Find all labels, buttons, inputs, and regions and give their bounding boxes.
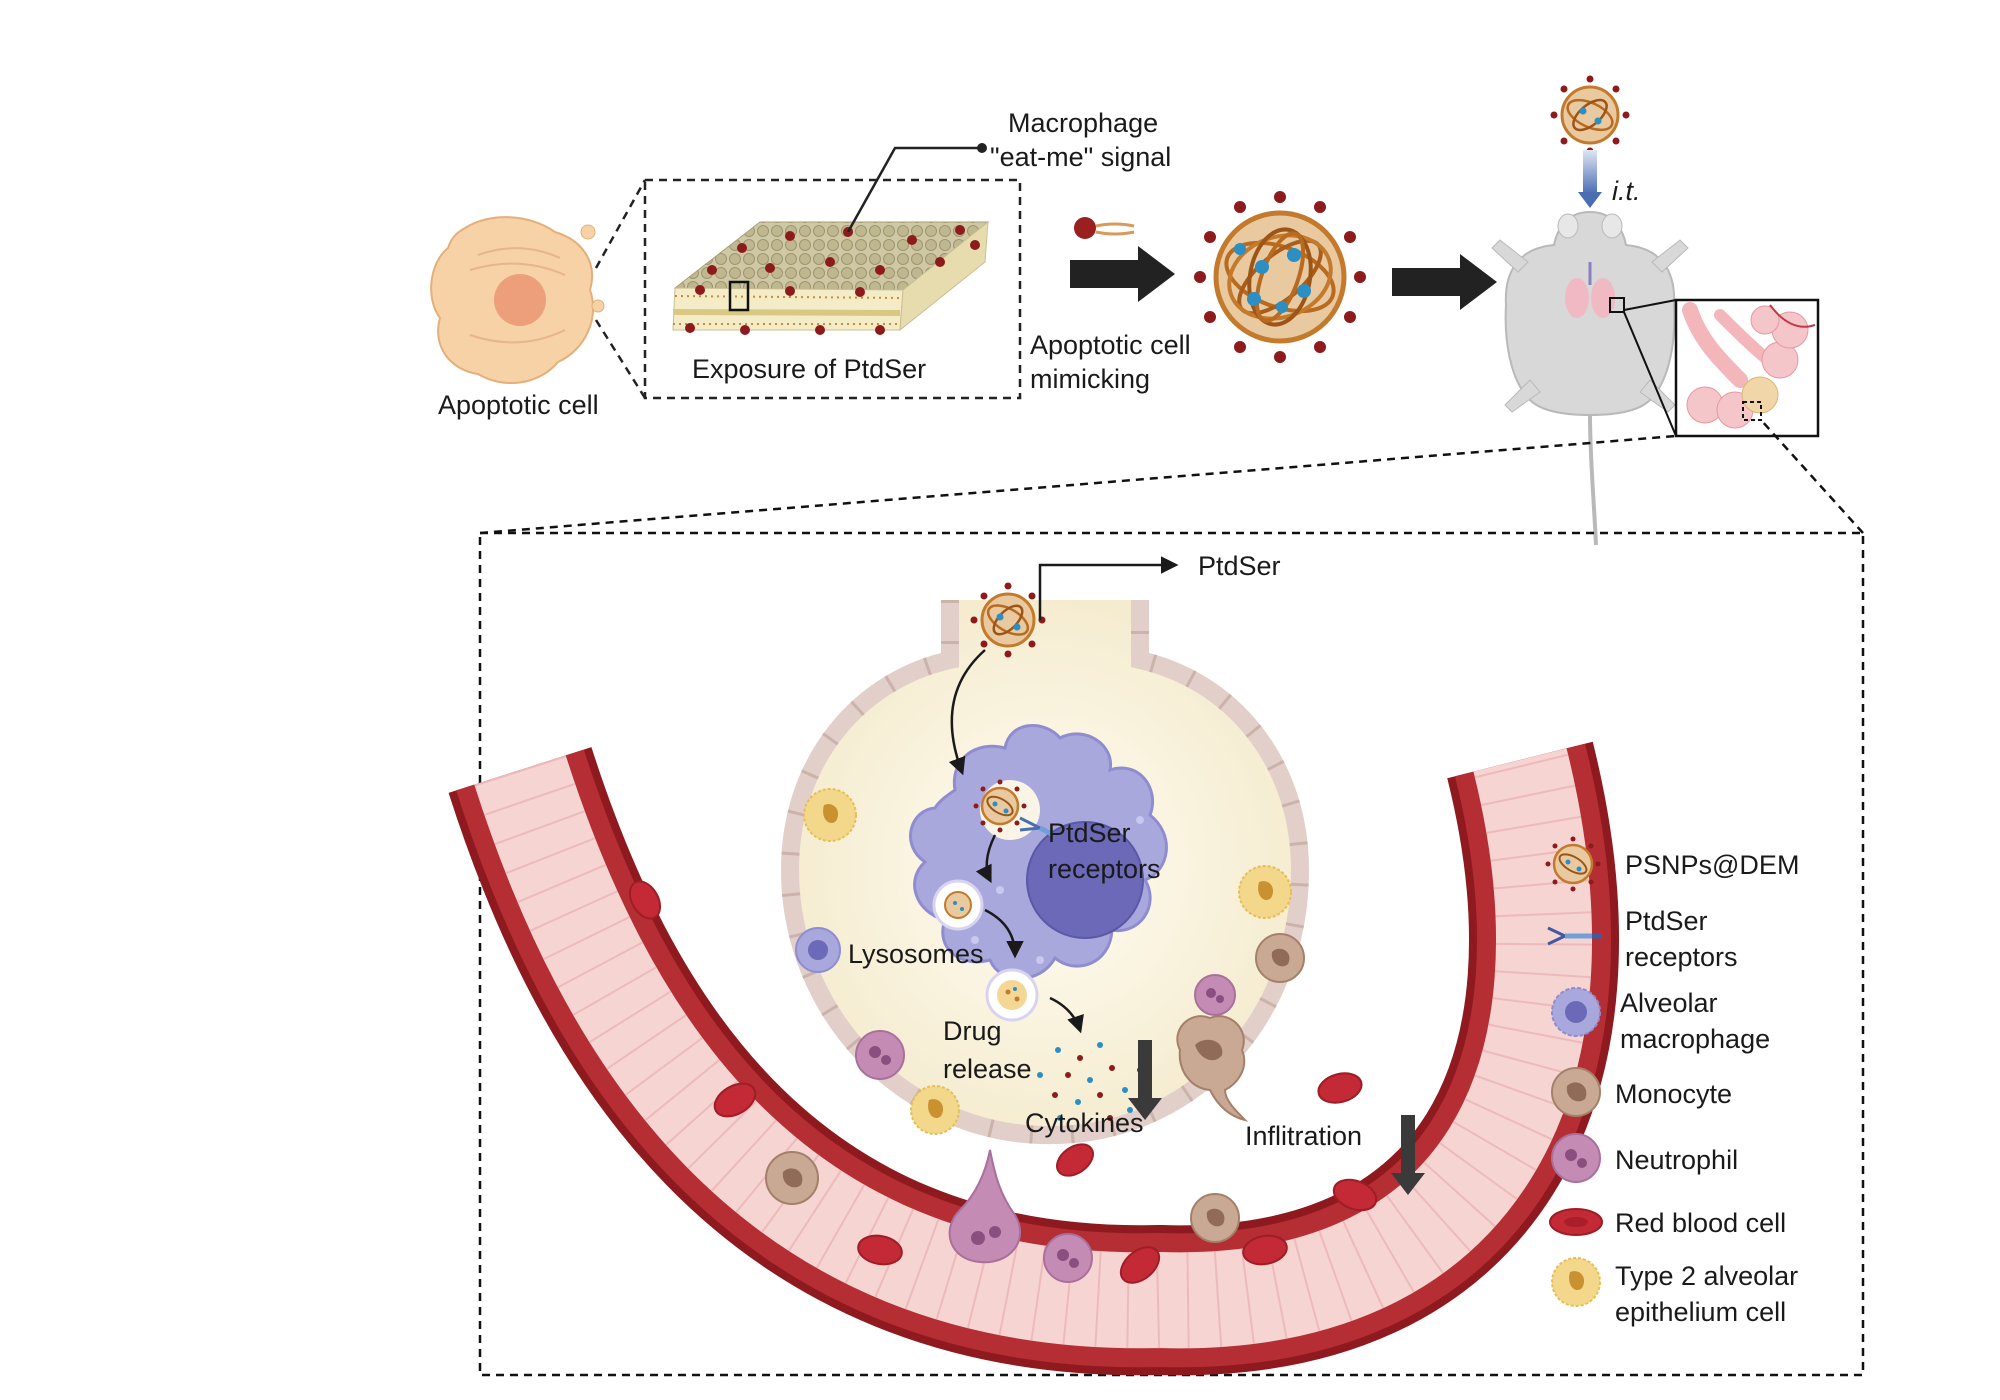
mimic-label-line1: Apoptotic cell [1030, 330, 1191, 360]
neutrophil-icon [1551, 1133, 1601, 1183]
receptor-icon [1547, 926, 1602, 946]
signal-label-line1: Macrophage [1008, 108, 1158, 138]
type2-cell [1238, 865, 1292, 919]
infiltration-label: Inflitration [1245, 1121, 1362, 1151]
mimic-label-line2: mimicking [1030, 364, 1150, 394]
legend-label-psnps: PSNPs@DEM [1625, 850, 1799, 880]
type2-cell-icon [1551, 1257, 1601, 1307]
mouse-icon [1491, 210, 1689, 546]
drug-release-line1: Drug [943, 1016, 1002, 1046]
monocyte-cell [1255, 933, 1305, 983]
lysosome-icon [932, 879, 984, 931]
vessel-neutrophil [1043, 1233, 1093, 1283]
alveoli-icon [1682, 302, 1816, 429]
neutrophil-cell [855, 1030, 905, 1080]
lipid-bilayer [672, 220, 990, 335]
infiltrating-neutrophil [948, 1149, 1021, 1264]
blood-vessel [448, 741, 1619, 1376]
apoptotic-cell-label: Apoptotic cell [438, 390, 599, 420]
cytokines-dots [1037, 1042, 1143, 1121]
legend-label-type2-1: Type 2 alveolar [1615, 1261, 1798, 1291]
legend-label-macrophage-1: Alveolar [1620, 988, 1718, 1018]
legend-label-receptor-1: PtdSer [1625, 906, 1708, 936]
ptdser-label: PtdSer [1198, 551, 1281, 581]
process-arrow-1 [1070, 246, 1175, 302]
legend-label-macrophage-2: macrophage [1620, 1024, 1770, 1054]
vessel-monocyte [765, 1151, 819, 1205]
ptdser-lipid-icon [1074, 217, 1135, 239]
nanoparticle-small-icon [1550, 75, 1630, 155]
monocyte-icon [1551, 1067, 1601, 1117]
cytokines-label: Cytokines [1025, 1108, 1144, 1138]
nanoparticle-icon [1545, 836, 1601, 892]
nanoparticle-large-icon [1194, 191, 1366, 363]
macrophage-icon [1551, 987, 1601, 1037]
route-label: i.t. [1612, 176, 1641, 206]
process-arrow-2 [1392, 254, 1497, 310]
membrane-zoom-box [643, 178, 1022, 400]
apoptotic-cell-icon [430, 216, 605, 385]
vessel-monocyte [1190, 1193, 1240, 1243]
type2-cell [910, 1085, 960, 1135]
drug-release-line2: release [943, 1054, 1032, 1084]
ptdser-receptor-icon [1019, 816, 1054, 837]
neutrophil-cell [1194, 974, 1236, 1016]
red-blood-cell-icon [1549, 1208, 1603, 1236]
nanoparticle-entering-icon [970, 582, 1046, 658]
legend-label-neutrophil: Neutrophil [1615, 1145, 1738, 1175]
red-blood-cells [628, 880, 1378, 1284]
infiltration-down-arrow [1391, 1115, 1425, 1195]
legend: PSNPs@DEM PtdSer receptors Alveolar macr… [1545, 836, 1799, 1327]
nanoparticle-engulfed-icon [973, 779, 1027, 833]
macrophage-cell [795, 927, 841, 973]
legend-label-rbc: Red blood cell [1615, 1208, 1786, 1238]
receptors-label-line2: receptors [1048, 854, 1161, 884]
legend-label-receptor-2: receptors [1625, 942, 1738, 972]
cytokines-down-arrow [1128, 1040, 1162, 1120]
legend-label-monocyte: Monocyte [1615, 1079, 1732, 1109]
exposure-label: Exposure of PtdSer [692, 354, 926, 384]
drug-release-lysosome-icon [985, 968, 1039, 1022]
signal-label-line2: "eat-me" signal [990, 142, 1171, 172]
receptors-label-line1: PtdSer [1048, 818, 1131, 848]
legend-label-type2-2: epithelium cell [1615, 1297, 1786, 1327]
infiltrating-monocyte [1176, 1015, 1249, 1122]
type2-cell [803, 788, 857, 842]
lysosomes-label: Lysosomes [848, 939, 984, 969]
